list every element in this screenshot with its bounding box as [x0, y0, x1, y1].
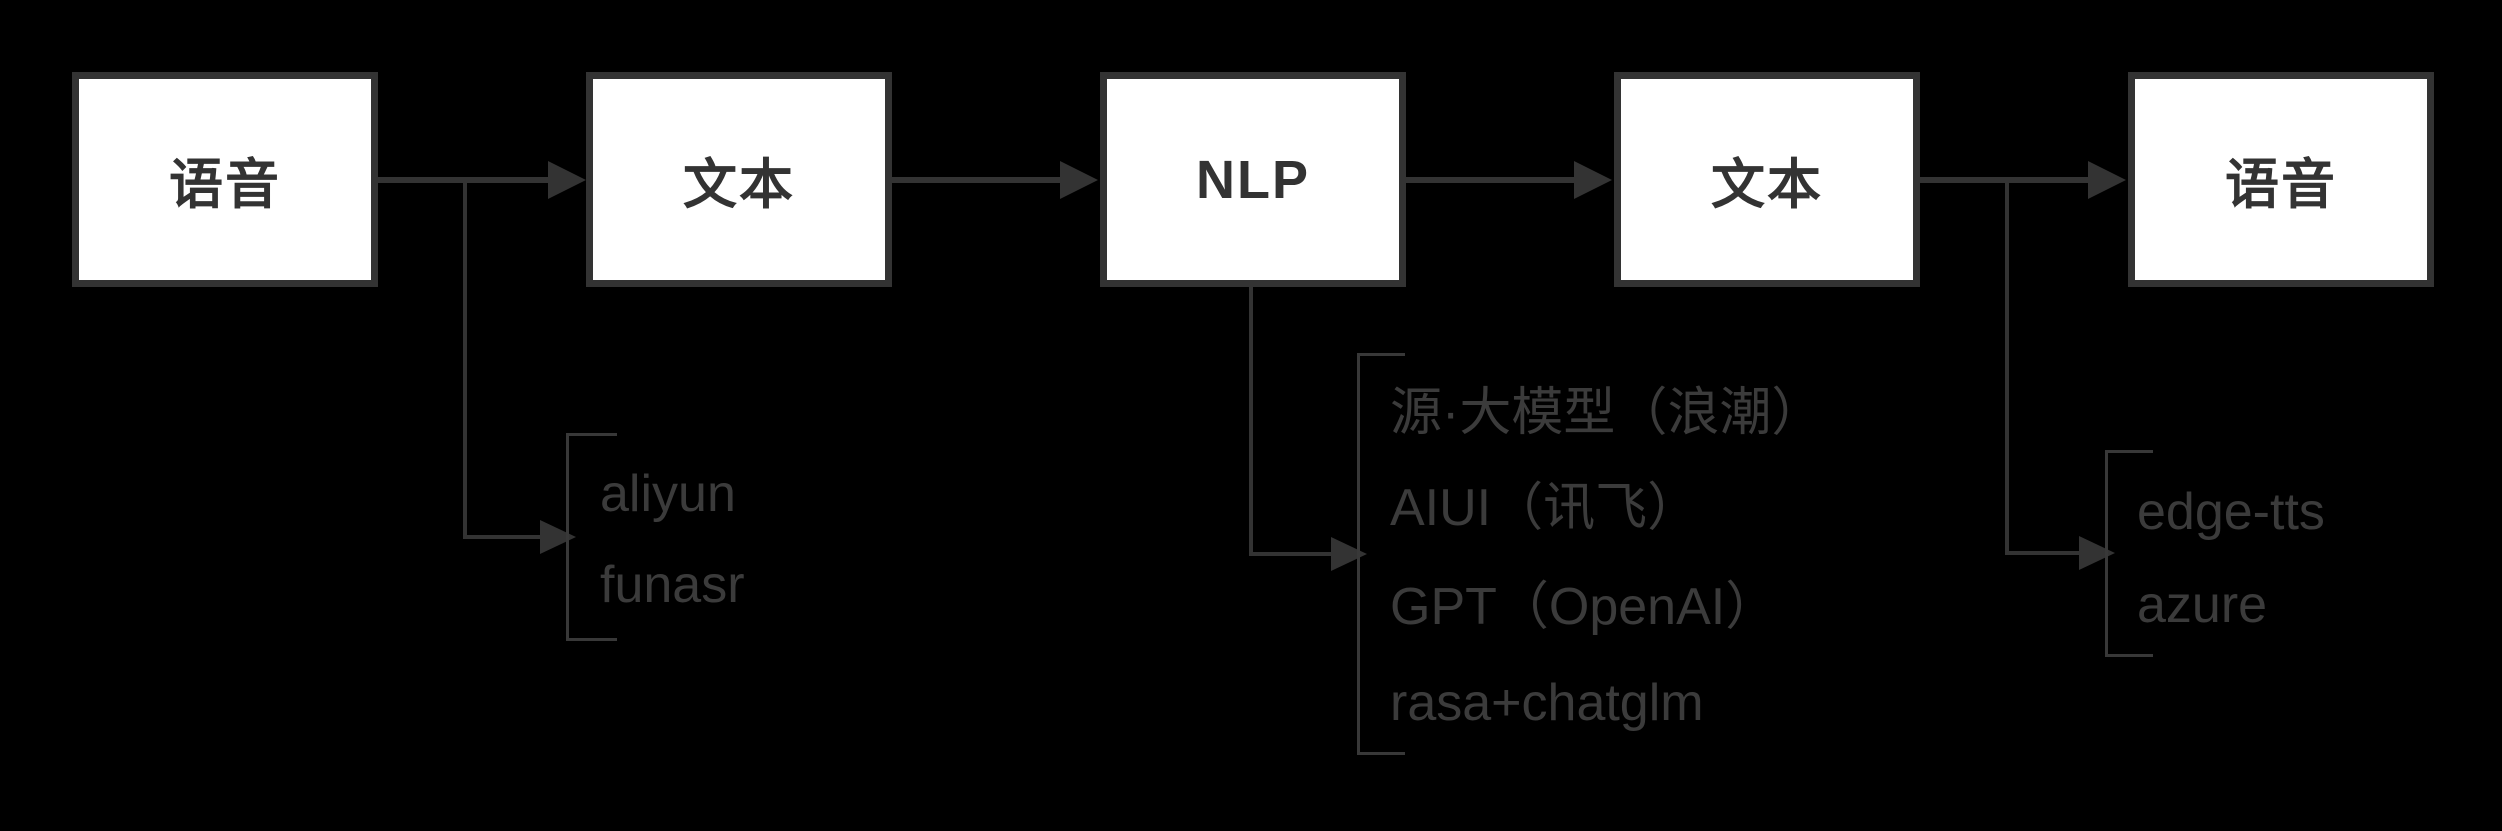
bracket-nlp — [1357, 353, 1360, 755]
connector-text-to-nlp — [892, 177, 1062, 183]
label-gpt-openai: GPT（OpenAI） — [1390, 578, 1778, 636]
node-voice-input-label: 语音 — [169, 155, 281, 215]
node-text-response-label: 文本 — [1711, 155, 1823, 215]
connector-nlp-to-text — [1406, 177, 1576, 183]
branch-tts-horizontal — [2005, 551, 2079, 555]
branch-asr-horizontal — [463, 535, 540, 539]
node-voice-output-label: 语音 — [2225, 155, 2337, 215]
arrowhead-nlp-to-text — [1574, 161, 1612, 199]
branch-nlp-vertical — [1249, 287, 1253, 556]
label-aiui: AIUI（讯飞） — [1390, 479, 1700, 537]
node-voice-input: 语音 — [72, 72, 378, 287]
branch-tts-vertical — [2005, 180, 2009, 555]
bracket-nlp-top-tick — [1357, 353, 1405, 356]
bracket-tts — [2105, 450, 2108, 657]
label-azure: azure — [2137, 576, 2268, 634]
branch-asr-vertical — [463, 180, 467, 539]
label-edge-tts: edge-tts — [2137, 483, 2325, 541]
bracket-asr-top-tick — [566, 433, 617, 436]
label-funasr: funasr — [600, 556, 745, 614]
bracket-asr-bottom-tick — [566, 638, 617, 641]
bracket-tts-bottom-tick — [2105, 654, 2153, 657]
label-aliyun: aliyun — [600, 465, 736, 523]
branch-nlp-horizontal — [1249, 552, 1331, 556]
bracket-tts-top-tick — [2105, 450, 2153, 453]
node-text-response: 文本 — [1614, 72, 1920, 287]
node-nlp: NLP — [1100, 72, 1406, 287]
arrowhead-tts-branch — [2079, 536, 2115, 570]
arrowhead-nlp-branch — [1331, 537, 1367, 571]
arrowhead-text-to-nlp — [1060, 161, 1098, 199]
arrowhead-asr-branch — [540, 520, 576, 554]
node-text-asr-label: 文本 — [683, 155, 795, 215]
label-yuan-large-model: 源·大模型（浪潮） — [1390, 384, 1824, 442]
node-text-asr: 文本 — [586, 72, 892, 287]
arrowhead-voice-to-text — [548, 161, 586, 199]
arrowhead-text-to-voice — [2088, 161, 2126, 199]
node-voice-output: 语音 — [2128, 72, 2434, 287]
bracket-nlp-bottom-tick — [1357, 752, 1405, 755]
node-nlp-label: NLP — [1196, 149, 1310, 210]
bracket-asr — [566, 433, 569, 641]
label-rasa-chatglm: rasa+chatglm — [1390, 674, 1704, 732]
